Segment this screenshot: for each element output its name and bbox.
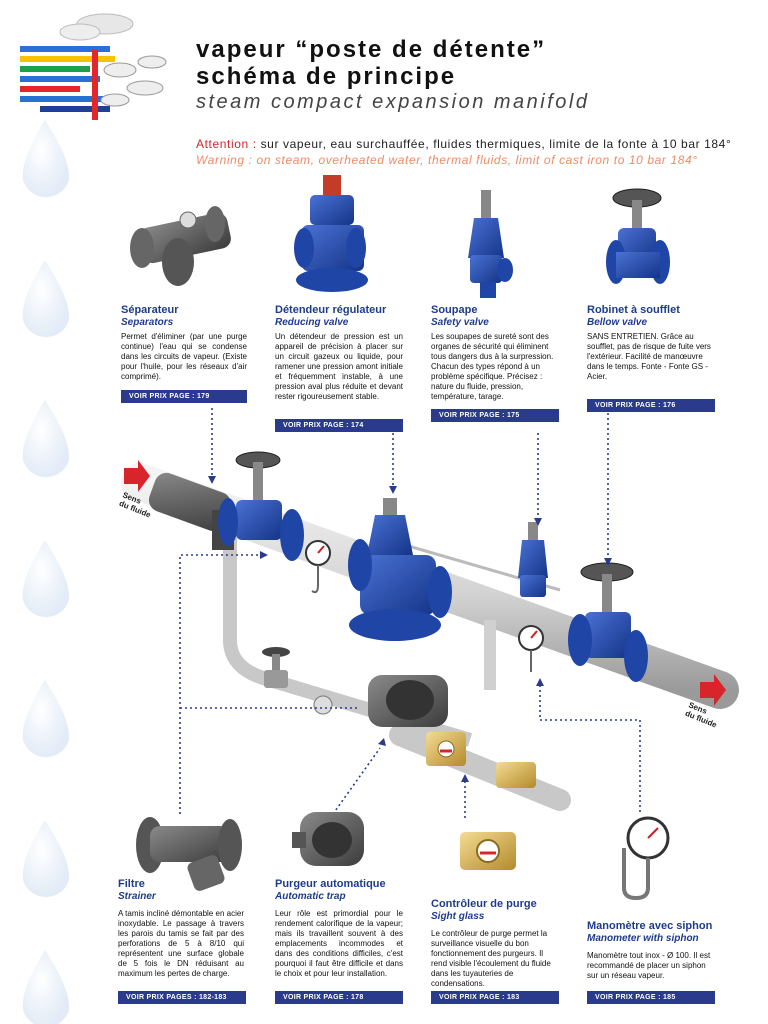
inline-trap xyxy=(368,675,448,727)
product-description: Leur rôle est primordial pour le rendeme… xyxy=(275,909,403,978)
product-purgeur: Purgeur automatique Automatic trap Leur … xyxy=(275,878,403,979)
product-name-en: Separators xyxy=(121,317,174,328)
inline-sight-glass-2 xyxy=(496,762,536,788)
product-name: Détendeur régulateur xyxy=(275,304,387,316)
sight-glass-image xyxy=(460,832,516,870)
product-description: Les soupapes de sureté sont des organes … xyxy=(431,332,554,401)
inlet-arrow-icon xyxy=(124,460,150,492)
product-name-en: Bellow valve xyxy=(587,317,648,328)
bellow-valve-image xyxy=(606,188,670,284)
price-link-detendeur[interactable]: VOIR PRIX PAGE : 174 xyxy=(275,419,403,432)
inline-bellow-valve xyxy=(218,451,304,561)
background-drops xyxy=(22,120,70,1024)
product-separateur: Séparateur Separators Permet d'éliminer … xyxy=(121,304,247,382)
product-description: Permet d'éliminer (par une purge continu… xyxy=(121,332,247,381)
product-name: Robinet à soufflet xyxy=(587,304,680,316)
strainer-image xyxy=(136,817,242,891)
leader-arrowheads xyxy=(208,476,612,782)
reducing-valve-image xyxy=(294,175,368,292)
product-manometre: Manomètre avec siphon Manometer with sip… xyxy=(587,920,715,981)
manometer-image xyxy=(622,816,670,901)
product-name: Contrôleur de purge xyxy=(431,898,537,910)
product-name: Purgeur automatique xyxy=(275,878,386,890)
attention-label: Attention : xyxy=(196,137,257,151)
product-name-en: Manometer with siphon xyxy=(587,933,699,944)
product-description: Manomètre tout inox - Ø 100. Il est reco… xyxy=(587,951,711,980)
page-subtitle: steam compact expansion manifold xyxy=(196,91,590,113)
price-link-soupape[interactable]: VOIR PRIX PAGE : 175 xyxy=(431,409,559,422)
product-name-en: Sight glass xyxy=(431,911,485,922)
warning-text: on steam, overheated water, thermal flui… xyxy=(252,153,698,167)
product-robinet: Robinet à soufflet Bellow valve SANS ENT… xyxy=(587,304,715,382)
product-name-en: Reducing valve xyxy=(275,317,349,328)
attention-text: sur vapeur, eau surchauffée, fluides the… xyxy=(256,137,732,151)
product-name-en: Strainer xyxy=(118,891,156,902)
attention-notice: Attention : sur vapeur, eau surchauffée,… xyxy=(196,137,731,151)
product-name: Manomètre avec siphon xyxy=(587,920,713,932)
price-link-filtre[interactable]: VOIR PRIX PAGES : 182-183 xyxy=(118,991,246,1004)
product-name: Soupape xyxy=(431,304,478,316)
page-title-line-2: schéma de principe xyxy=(196,63,457,90)
product-soupape: Soupape Safety valve Les soupapes de sur… xyxy=(431,304,559,402)
product-controleur: Contrôleur de purge Sight glass Le contr… xyxy=(431,898,559,989)
brand-logo xyxy=(20,13,167,120)
inline-manometer-1 xyxy=(305,540,331,594)
bypass-valve xyxy=(262,647,333,715)
page-title: vapeur “poste de détente” xyxy=(196,36,547,63)
outlet-arrow-icon xyxy=(700,674,726,706)
inline-outlet-valve xyxy=(568,562,648,682)
product-detendeur: Détendeur régulateur Reducing valve Un d… xyxy=(275,304,403,402)
price-link-separateur[interactable]: VOIR PRIX PAGE : 179 xyxy=(121,390,247,403)
product-description: SANS ENTRETIEN. Grâce au soufflet, pas d… xyxy=(587,332,711,381)
automatic-trap-image xyxy=(292,812,364,866)
safety-valve-image xyxy=(468,190,513,298)
product-filtre: Filtre Strainer A tamis incliné démontab… xyxy=(118,878,244,979)
inline-safety-valve xyxy=(518,522,548,597)
price-link-controleur[interactable]: VOIR PRIX PAGE : 183 xyxy=(431,991,559,1004)
product-description: A tamis incliné démontable en acier inox… xyxy=(118,909,244,978)
product-description: Le contrôleur de purge permet la surveil… xyxy=(431,929,551,988)
warning-label: Warning : xyxy=(196,153,253,167)
price-link-manometre[interactable]: VOIR PRIX PAGE : 185 xyxy=(587,991,715,1004)
price-link-purgeur[interactable]: VOIR PRIX PAGE : 178 xyxy=(275,991,403,1004)
inline-manometer-2 xyxy=(518,625,544,672)
inline-sight-glass-1 xyxy=(426,732,466,766)
separator-image xyxy=(130,206,231,286)
leader-lines xyxy=(179,408,641,818)
product-name: Séparateur xyxy=(121,304,179,316)
product-description: Un détendeur de pression est un appareil… xyxy=(275,332,403,401)
product-name-en: Automatic trap xyxy=(275,891,346,902)
price-link-robinet[interactable]: VOIR PRIX PAGE : 176 xyxy=(587,399,715,412)
inline-reducing-valve xyxy=(348,498,452,641)
product-name: Filtre xyxy=(118,878,145,890)
warning-notice: Warning : on steam, overheated water, th… xyxy=(196,153,698,167)
product-name-en: Safety valve xyxy=(431,317,489,328)
